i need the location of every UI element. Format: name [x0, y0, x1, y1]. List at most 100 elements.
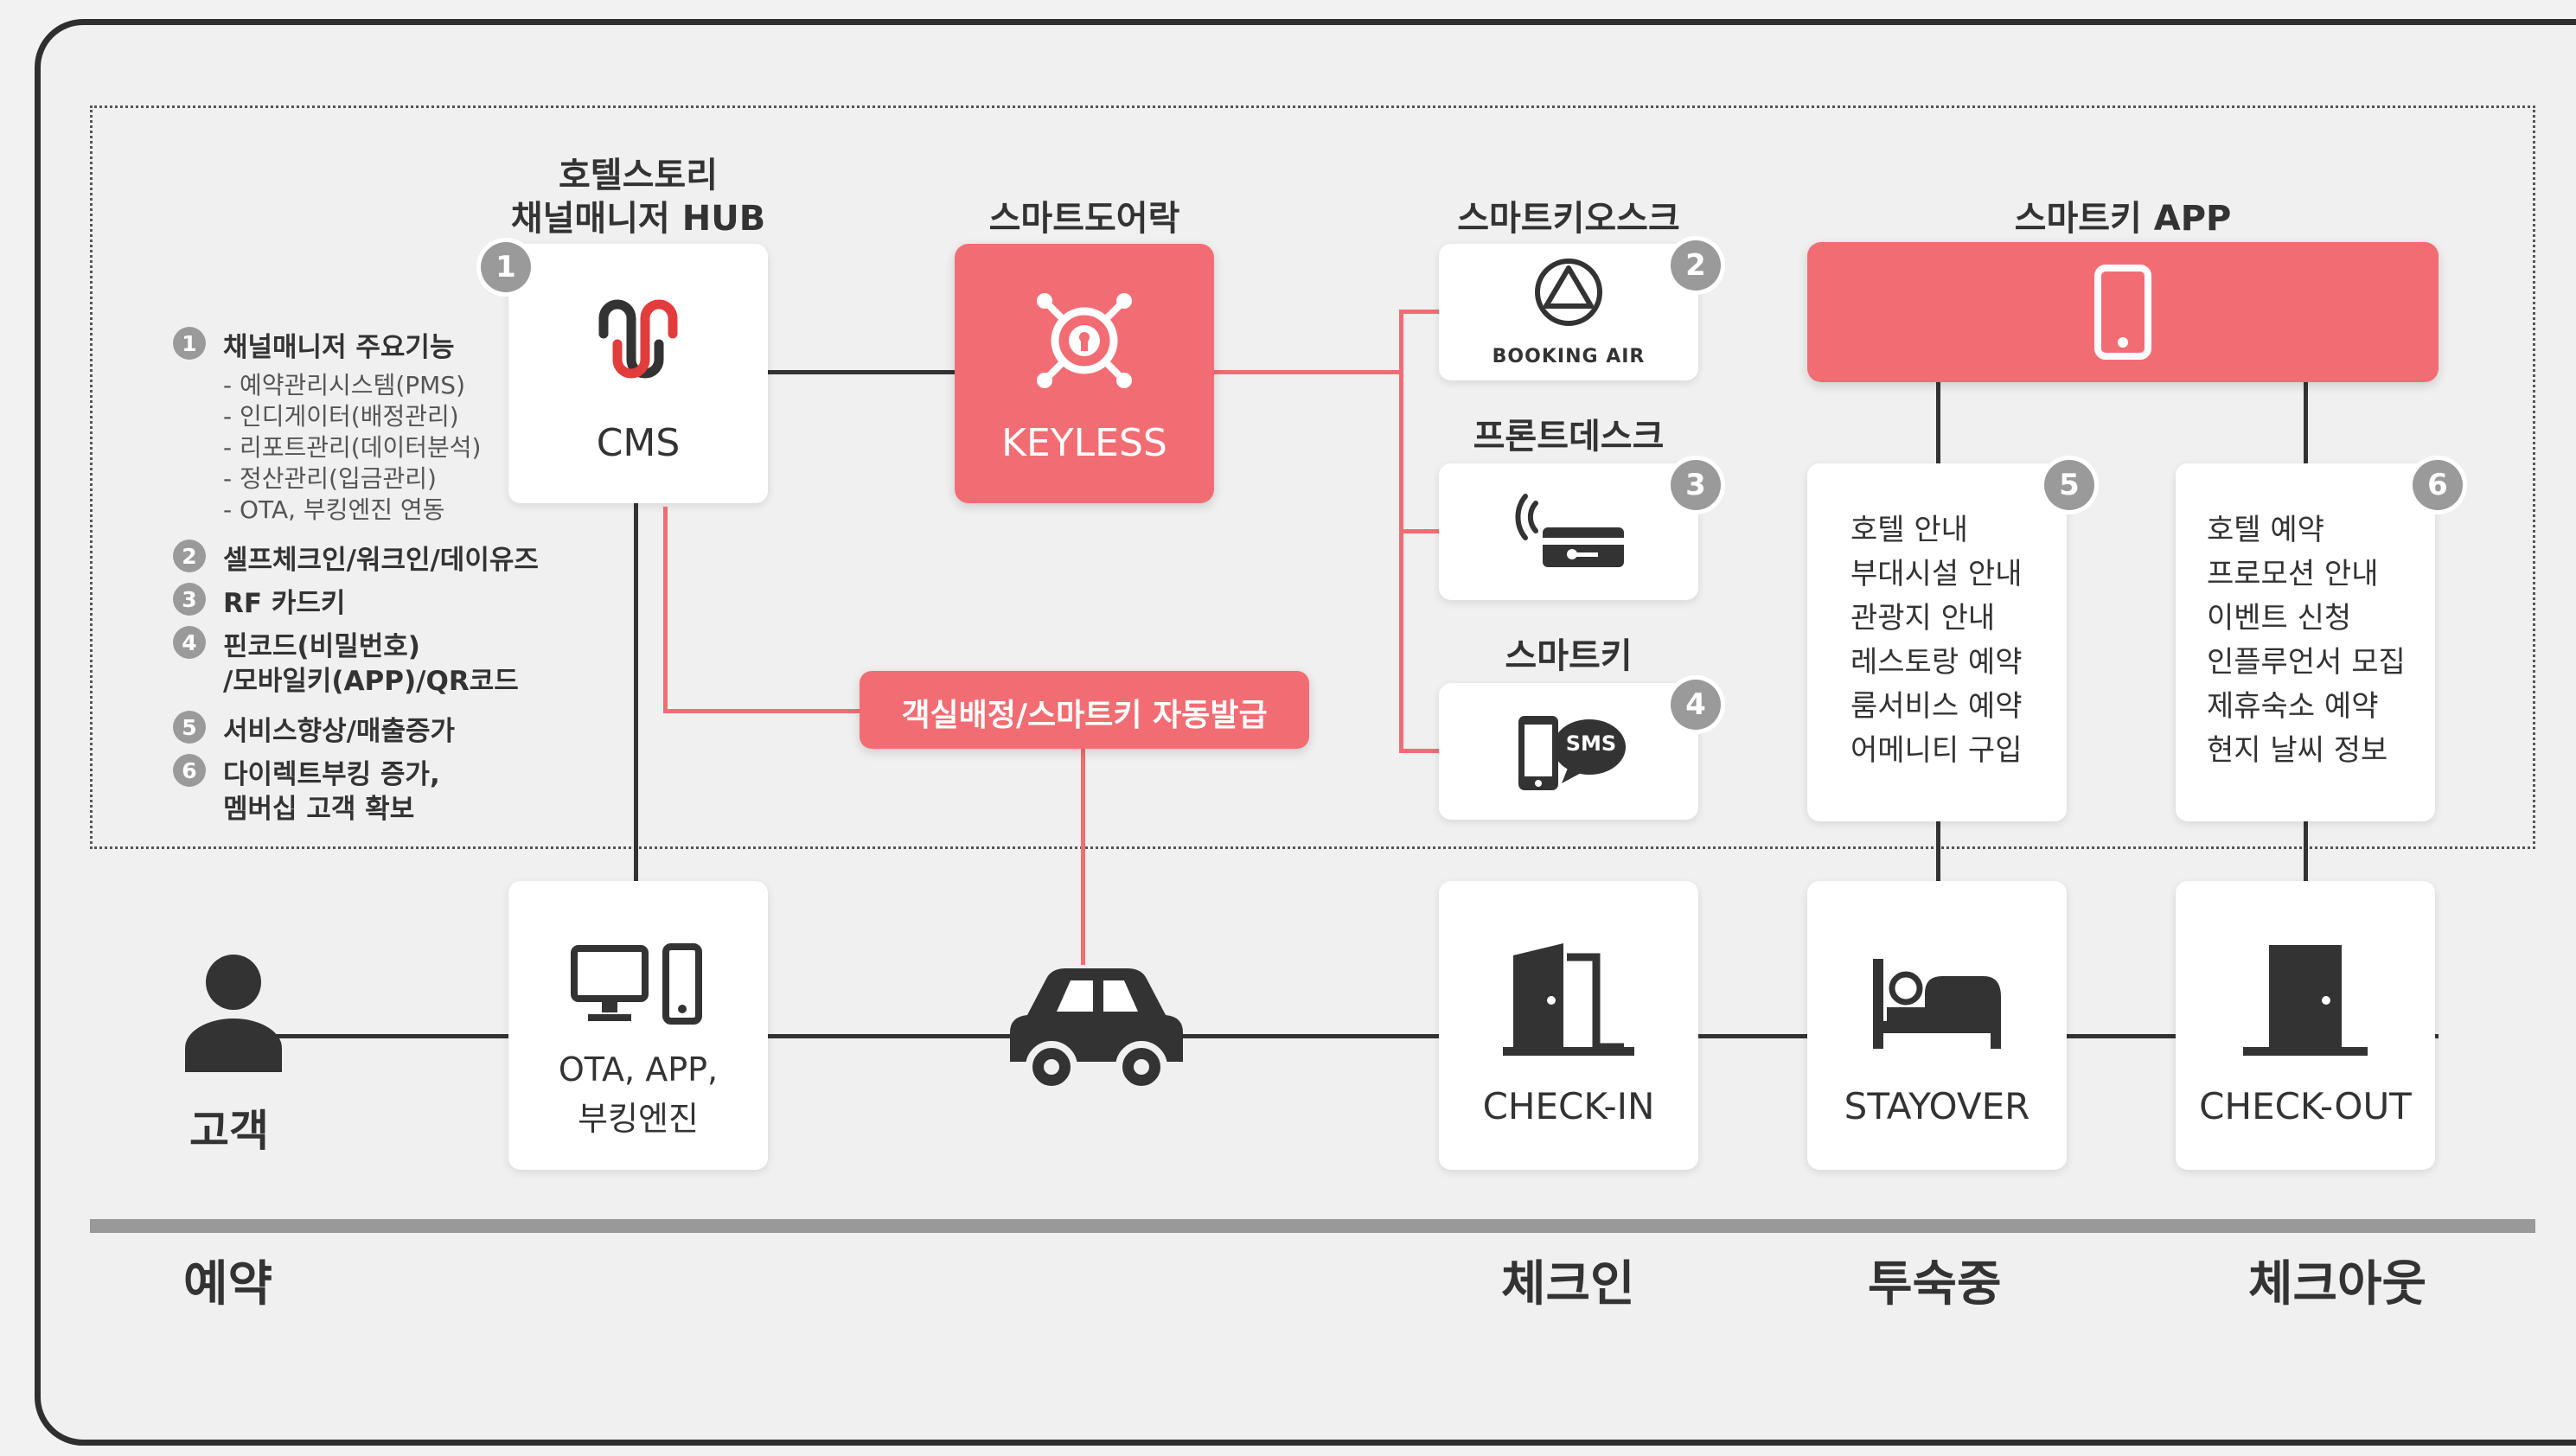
customer-label: 고객 — [189, 1106, 269, 1156]
keyless-label: KEYLESS — [1001, 421, 1167, 465]
note-5-badge: 5 — [173, 711, 206, 744]
note-1-title: 채널매니저 주요기능 — [223, 332, 455, 363]
feature-6-3: 이벤트 신청 — [2207, 601, 2352, 635]
note-1-sub-5: - OTA, 부킹엔진 연동 — [223, 495, 445, 524]
checkout-label: CHECK-OUT — [2199, 1085, 2412, 1127]
connector-autoissue-car — [1081, 749, 1085, 965]
phase-checkout: 체크아웃 — [2248, 1256, 2427, 1312]
connector-cms-autoissue-v — [663, 507, 668, 712]
hub-title-line2: 채널매니저 HUB — [510, 199, 766, 239]
smartphone-icon — [2094, 265, 2151, 360]
mobile-sms-icon — [1518, 716, 1626, 790]
feature-5-6: 어메니티 구입 — [1851, 733, 2023, 768]
badge-3: 3 — [1671, 460, 1721, 510]
desktop-mobile-icon — [571, 943, 702, 1025]
note-2-text: 셀프체크인/워크인/데이유즈 — [223, 545, 539, 576]
connector-app-6 — [2304, 382, 2308, 463]
cms-logo-icon — [598, 299, 678, 379]
note-4-line1: 핀코드(비밀번호) — [223, 631, 420, 662]
app-features-card-6: 호텔 예약 프로모션 안내 이벤트 신청 인플루언서 모집 제휴숙소 예약 현지… — [2176, 463, 2435, 821]
note-4-line2: /모바일키(APP)/QR코드 — [223, 666, 519, 697]
auto-issue-label: 객실배정/스마트키 자동발급 — [901, 698, 1268, 733]
bed-icon — [1873, 959, 2001, 1049]
feature-list-6: 호텔 예약 프로모션 안내 이벤트 신청 인플루언서 모집 제휴숙소 예약 현지… — [2207, 508, 2406, 773]
app-title: 스마트키 APP — [2014, 199, 2232, 239]
connector-to-kiosk — [1399, 310, 1439, 314]
feature-list-5: 호텔 안내 부대시설 안내 관광지 안내 레스토랑 예약 룸서비스 예약 어메니… — [1851, 508, 2023, 773]
feature-6-6: 현지 날씨 정보 — [2207, 733, 2388, 768]
note-4-badge: 4 — [173, 626, 206, 659]
keyless-card[interactable]: KEYLESS — [955, 244, 1214, 503]
feature-6-2: 프로모션 안내 — [2207, 557, 2379, 591]
feature-5-2: 부대시설 안내 — [1851, 557, 2023, 591]
feature-5-1: 호텔 안내 — [1851, 513, 1968, 547]
rf-card-icon — [1515, 494, 1624, 567]
badge-6: 6 — [2413, 460, 2463, 510]
frontdesk-card[interactable] — [1439, 463, 1698, 600]
system-boundary — [90, 105, 2535, 849]
stayover-card[interactable]: STAYOVER — [1807, 881, 2067, 1170]
cms-card[interactable]: CMS — [508, 244, 768, 503]
auto-issue-pill: 객실배정/스마트키 자동발급 — [860, 671, 1309, 749]
connector-6-checkout — [2304, 821, 2308, 882]
note-5-text: 서비스향상/매출증가 — [223, 716, 456, 747]
ota-line2: 부킹엔진 — [578, 1100, 699, 1138]
phase-reserve: 예약 — [183, 1256, 273, 1312]
checkin-label: CHECK-IN — [1482, 1085, 1655, 1127]
connector-to-frontdesk — [1399, 529, 1439, 533]
checkin-card[interactable]: CHECK-IN — [1439, 881, 1698, 1170]
note-6-badge: 6 — [173, 754, 206, 787]
feature-5-3: 관광지 안내 — [1851, 601, 1996, 635]
cms-label: CMS — [596, 421, 681, 465]
note-1-badge: 1 — [173, 327, 206, 360]
badge-4: 4 — [1671, 680, 1721, 730]
note-2-badge: 2 — [173, 540, 206, 572]
badge-5: 5 — [2044, 460, 2094, 510]
phase-staying: 투숙중 — [1868, 1256, 2002, 1312]
phase-checkin: 체크인 — [1501, 1256, 1635, 1312]
sms-label: SMS — [1565, 731, 1617, 756]
connector-cms-keyless — [768, 370, 955, 374]
checkout-card[interactable]: CHECK-OUT — [2176, 881, 2435, 1170]
door-lock-icon — [1037, 293, 1132, 388]
note-6-line2: 멤버십 고객 확보 — [223, 794, 415, 825]
smartkey-card[interactable]: SMS — [1439, 683, 1698, 820]
ota-line1: OTA, APP, — [558, 1050, 719, 1089]
ota-card[interactable]: OTA, APP, 부킹엔진 — [508, 881, 768, 1170]
note-3-badge: 3 — [173, 583, 206, 616]
note-1-sub-3: - 리포트관리(데이터분석) — [223, 433, 482, 462]
customer-icon — [185, 955, 282, 1072]
app-card[interactable] — [1807, 242, 2439, 382]
kiosk-card[interactable]: BOOKING AIR — [1439, 244, 1698, 380]
badge-2: 2 — [1671, 240, 1721, 291]
open-door-icon — [1503, 943, 1634, 1056]
feature-6-4: 인플루언서 모집 — [2207, 645, 2406, 680]
note-1-sub-4: - 정산관리(입금관리) — [223, 464, 437, 493]
booking-air-logo-icon — [1535, 259, 1602, 326]
note-6-line1: 다이렉트부킹 증가, — [223, 759, 440, 790]
connector-app-5 — [1936, 382, 1940, 463]
smartkey-title: 스마트키 — [1505, 636, 1633, 676]
connector-cms-autoissue-h — [663, 709, 862, 713]
kiosk-title: 스마트키오스크 — [1457, 199, 1680, 239]
flow-line-main — [259, 1034, 2439, 1038]
connector-keyless-branch — [1214, 370, 1401, 374]
app-features-card-5: 호텔 안내 부대시설 안내 관광지 안내 레스토랑 예약 룸서비스 예약 어메니… — [1807, 463, 2067, 821]
feature-5-4: 레스토랑 예약 — [1851, 645, 2023, 680]
feature-6-1: 호텔 예약 — [2207, 513, 2324, 547]
badge-1: 1 — [481, 242, 531, 292]
feature-5-5: 룸서비스 예약 — [1851, 689, 2023, 724]
kiosk-logo-text: BOOKING AIR — [1492, 346, 1646, 367]
connector-to-smartkey — [1399, 749, 1439, 753]
connector-cms-ota — [634, 503, 638, 881]
feature-6-5: 제휴숙소 예약 — [2207, 689, 2379, 724]
note-1-sub-1: - 예약관리시스템(PMS) — [223, 371, 465, 399]
hub-title-line1: 호텔스토리 — [559, 156, 718, 195]
car-icon — [1010, 968, 1183, 1093]
note-3-text: RF 카드키 — [223, 588, 346, 619]
closed-door-icon — [2243, 945, 2368, 1056]
frontdesk-title: 프론트데스크 — [1473, 417, 1665, 457]
note-1-sub-2: - 인디게이터(배정관리) — [223, 402, 459, 431]
stayover-label: STAYOVER — [1844, 1085, 2030, 1127]
keyless-title: 스마트도어락 — [988, 199, 1180, 239]
